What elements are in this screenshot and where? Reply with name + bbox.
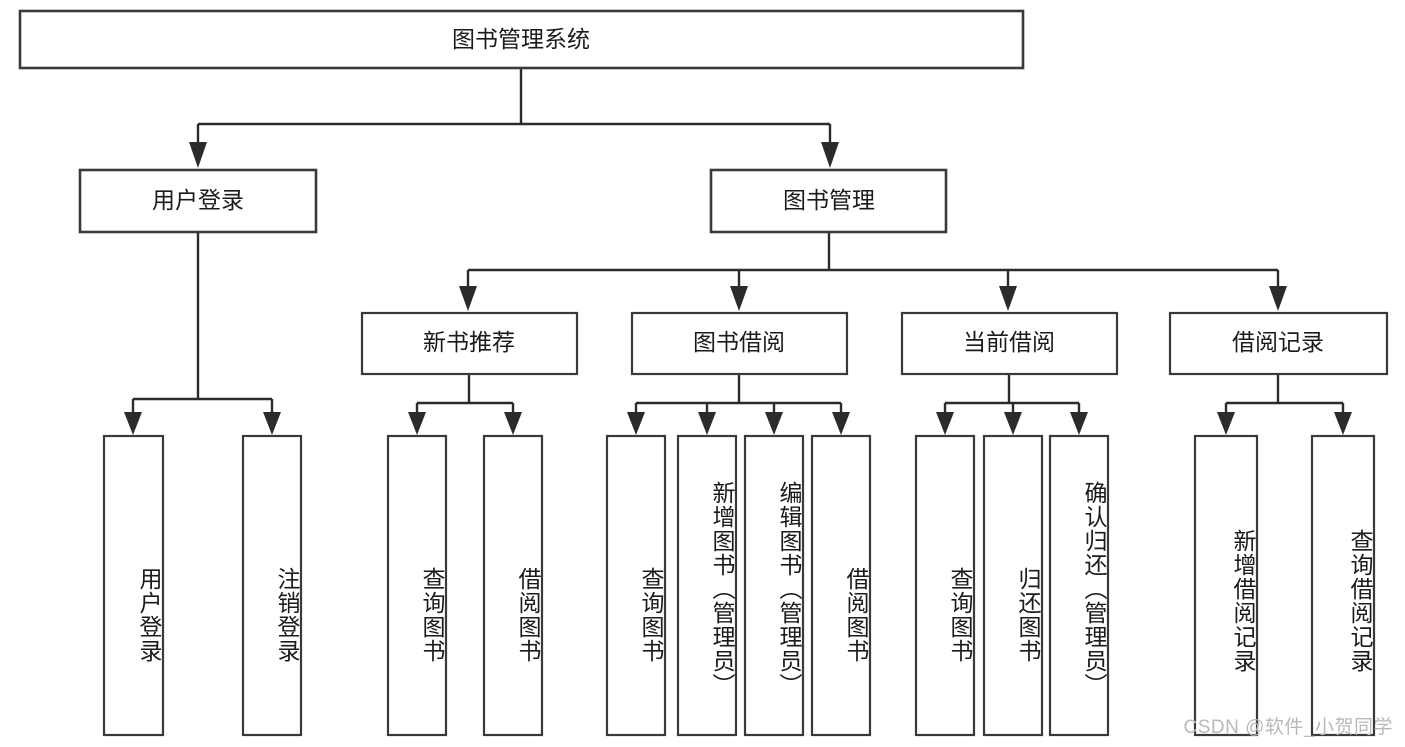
node-leaf-return-book-box[interactable] (982, 434, 1044, 737)
connector-current-to-leaves (936, 374, 1088, 435)
arrowhead-leaf-user-login (124, 412, 142, 435)
connector-record-to-leaves (1217, 374, 1352, 435)
connector-bookmgmt-to-level3 (459, 232, 1287, 311)
node-leaf-query-borrow-record-box[interactable] (1310, 434, 1376, 737)
arrowhead-leaf-logout (263, 412, 281, 435)
node-leaf-add-borrow-record-box[interactable] (1193, 434, 1259, 737)
arrowhead-leaf-borrow-book (832, 412, 850, 435)
node-new-book-recommend-label: 新书推荐 (423, 329, 515, 355)
node-leaf-edit-book-box[interactable] (743, 434, 805, 737)
node-new-book-recommend[interactable]: 新书推荐 (360, 311, 579, 376)
arrowhead-leaf-edit-book (765, 412, 783, 435)
node-user-login[interactable]: 用户登录 (78, 168, 318, 234)
node-root-label: 图书管理系统 (452, 26, 590, 52)
node-root-box[interactable] (18, 9, 1025, 70)
node-borrow-record[interactable]: 借阅记录 (1168, 311, 1389, 376)
node-leaf-user-login-box[interactable] (102, 434, 165, 737)
node-leaf-borrow-book-box[interactable] (810, 434, 872, 737)
node-user-login-box[interactable] (78, 168, 318, 234)
connector-recommend-to-leaves (408, 374, 522, 435)
node-leaf-query-book-recommend-box[interactable] (386, 434, 448, 737)
csdn-watermark: CSDN @软件_小贺同学 (1183, 717, 1393, 738)
arrowhead-borrow-record (1269, 286, 1287, 311)
arrowhead-book-management (821, 142, 839, 168)
node-leaf-query-book-current-box[interactable] (914, 434, 976, 737)
connector-userlogin-to-leaves (124, 232, 281, 435)
node-book-borrow-label: 图书借阅 (693, 329, 785, 355)
node-book-management-box[interactable] (709, 168, 948, 234)
node-current-borrow-box[interactable] (900, 311, 1119, 376)
arrowhead-leaf-confirm-return (1070, 412, 1088, 435)
node-book-management-label: 图书管理 (783, 187, 875, 213)
node-root[interactable]: 图书管理系统 (18, 9, 1025, 70)
arrowhead-leaf-query-book-current (936, 412, 954, 435)
leaf-boxes (102, 434, 1376, 737)
node-leaf-confirm-return-box[interactable] (1048, 434, 1110, 737)
arrowhead-leaf-add-book (698, 412, 716, 435)
node-borrow-record-box[interactable] (1168, 311, 1389, 376)
node-book-management[interactable]: 图书管理 (709, 168, 948, 234)
arrowhead-leaf-add-borrow-record (1217, 412, 1235, 435)
arrowhead-book-borrow (730, 286, 748, 311)
arrowhead-leaf-query-book-recommend (408, 412, 426, 435)
node-leaf-add-book-box[interactable] (676, 434, 738, 737)
node-leaf-borrow-book-recommend-box[interactable] (482, 434, 544, 737)
arrowhead-leaf-return-book (1004, 412, 1022, 435)
connector-root-to-level2 (189, 68, 839, 168)
arrowhead-leaf-query-book-borrow (627, 412, 645, 435)
node-leaf-query-book-borrow-box[interactable] (605, 434, 667, 737)
node-book-borrow[interactable]: 图书借阅 (630, 311, 849, 376)
node-new-book-recommend-box[interactable] (360, 311, 579, 376)
node-current-borrow[interactable]: 当前借阅 (900, 311, 1119, 376)
arrowhead-user-login (189, 142, 207, 168)
node-user-login-label: 用户登录 (152, 187, 244, 213)
node-current-borrow-label: 当前借阅 (963, 329, 1055, 355)
arrowhead-current-borrow (999, 286, 1017, 311)
arrowhead-new-book-recommend (459, 286, 477, 311)
node-book-borrow-box[interactable] (630, 311, 849, 376)
arrowhead-leaf-borrow-book-recommend (504, 412, 522, 435)
arrowhead-leaf-query-borrow-record (1334, 412, 1352, 435)
node-leaf-logout-box[interactable] (241, 434, 303, 737)
connector-borrow-to-leaves (627, 374, 850, 435)
node-borrow-record-label: 借阅记录 (1232, 329, 1324, 355)
